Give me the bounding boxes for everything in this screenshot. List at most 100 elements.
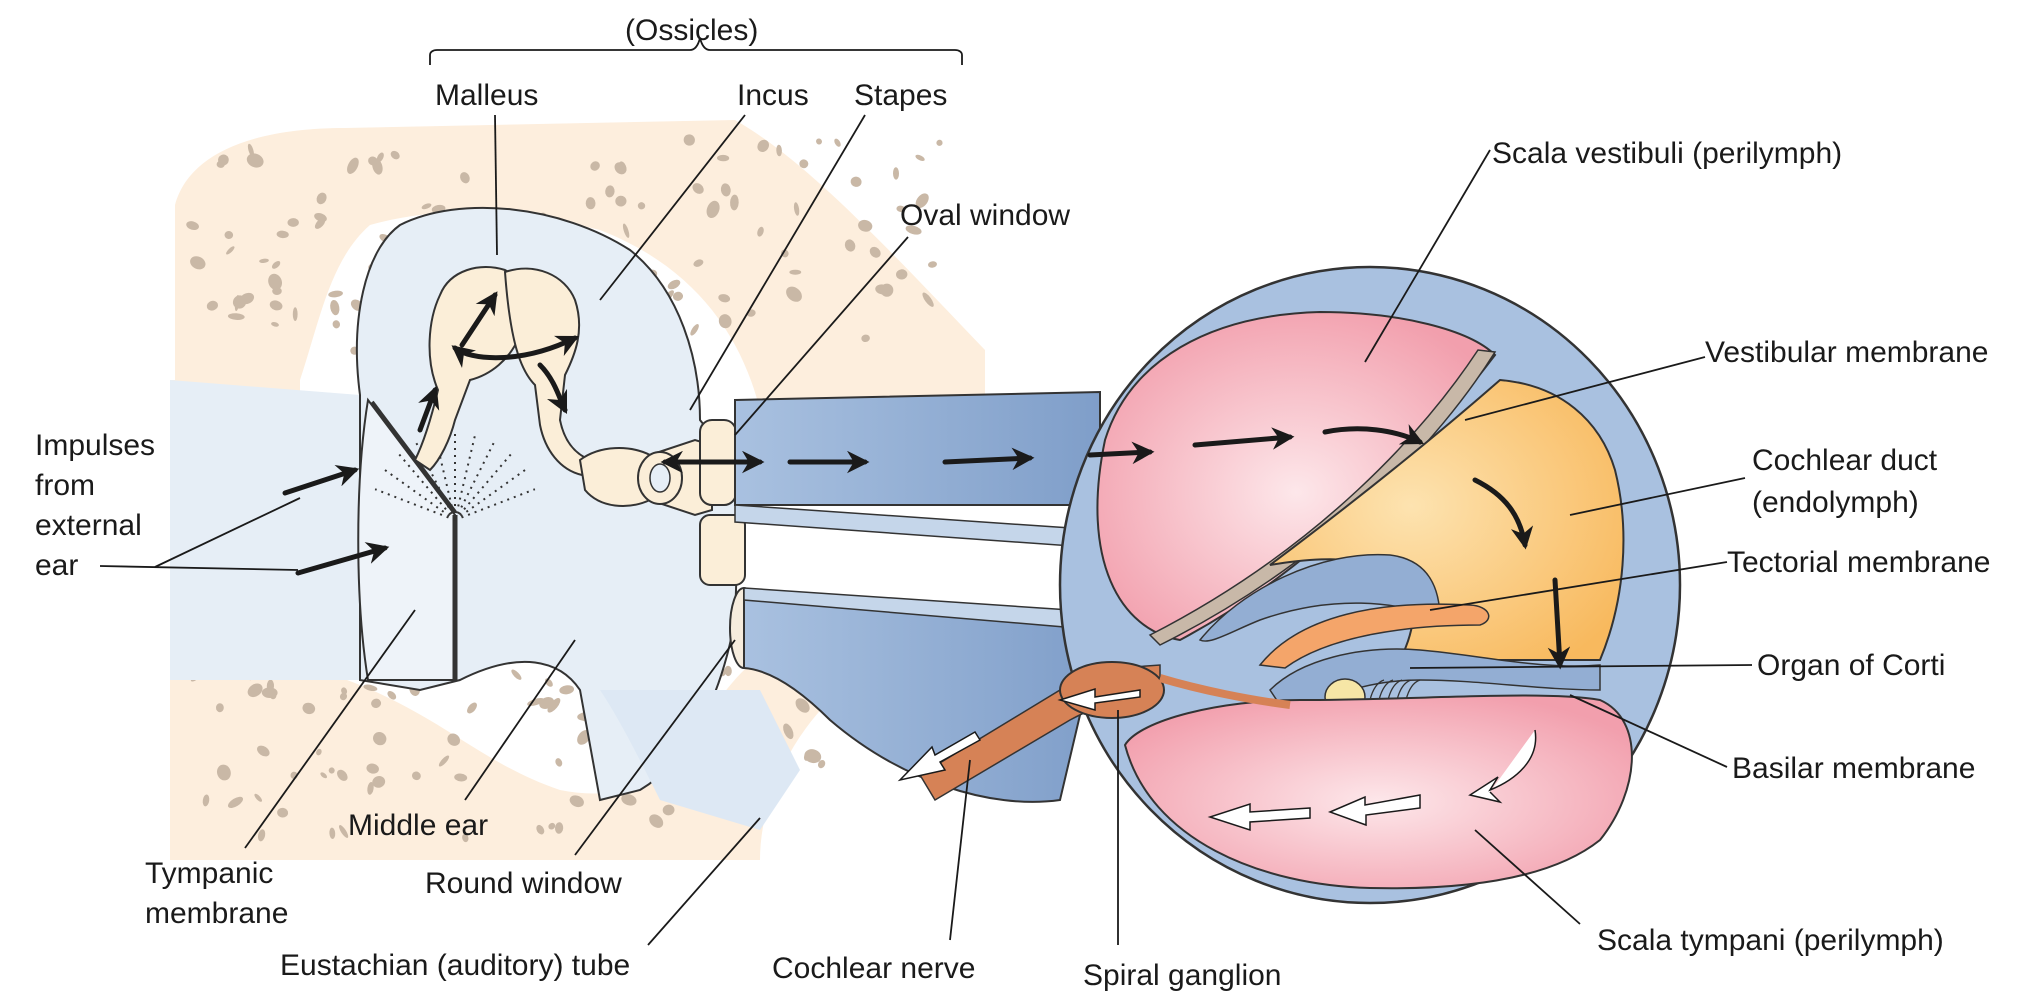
bone-speck bbox=[844, 239, 856, 252]
tympanic-dotted-rays bbox=[374, 430, 536, 521]
bone-speck bbox=[247, 683, 263, 698]
bone-speck bbox=[799, 159, 809, 169]
bone-speck bbox=[247, 143, 254, 157]
label-tympanic-line2: membrane bbox=[145, 897, 288, 930]
label-tectorial-membrane: Tectorial membrane bbox=[1727, 546, 1990, 579]
tympanic-membrane bbox=[357, 397, 458, 681]
tympanic-ray bbox=[454, 440, 496, 521]
label-vestibular-membrane: Vestibular membrane bbox=[1705, 336, 1988, 369]
hair-cell bbox=[1396, 679, 1412, 701]
bone-speck bbox=[329, 827, 336, 839]
bone-speck bbox=[215, 703, 224, 713]
bone-speck bbox=[783, 723, 794, 740]
bone-speck bbox=[292, 307, 298, 322]
bone-speck bbox=[254, 793, 263, 802]
bone-speck bbox=[460, 172, 470, 184]
hair-cell bbox=[1387, 679, 1403, 701]
bone-speck bbox=[271, 260, 281, 269]
bone-speck bbox=[915, 154, 925, 162]
bone-speck bbox=[662, 804, 675, 816]
label-cochlear-nerve: Cochlear nerve bbox=[772, 952, 975, 985]
bone-speck bbox=[793, 202, 800, 216]
hair-cell bbox=[1378, 679, 1394, 701]
hair-cell bbox=[1369, 679, 1385, 701]
bone-speck bbox=[339, 825, 349, 838]
tympanic-ray bbox=[383, 468, 456, 521]
upper-canal bbox=[734, 390, 1101, 506]
bone-speck bbox=[339, 692, 348, 701]
bone-speck bbox=[804, 749, 822, 764]
bone-speck bbox=[261, 687, 278, 699]
bone-speck bbox=[271, 322, 279, 327]
bone-speck bbox=[328, 767, 335, 774]
bone-speck bbox=[720, 183, 731, 197]
bone-speck bbox=[206, 300, 219, 311]
round-window-plate bbox=[699, 514, 746, 586]
bone-speck bbox=[330, 299, 340, 316]
label-spiral-ganglion: Spiral ganglion bbox=[1083, 959, 1281, 992]
bone-speck bbox=[224, 230, 234, 240]
bone-speck bbox=[817, 759, 826, 769]
bone-speck bbox=[605, 185, 615, 198]
bone-speck bbox=[421, 203, 432, 210]
bone-speck bbox=[547, 698, 561, 713]
bone-speck bbox=[928, 261, 937, 268]
bone-speck bbox=[438, 755, 450, 767]
bone-speck bbox=[922, 292, 934, 307]
label-impulses-line4: ear bbox=[35, 549, 78, 582]
tympanic-ray bbox=[454, 488, 536, 521]
bone-speck bbox=[718, 314, 732, 329]
bone-speck bbox=[257, 829, 266, 842]
label-incus: Incus bbox=[737, 79, 809, 112]
label-cochlear-duct-line2: (endolymph) bbox=[1752, 486, 1919, 519]
upper-canal-band bbox=[734, 504, 1101, 549]
bone-speck bbox=[896, 205, 906, 213]
bone-speck bbox=[892, 167, 900, 180]
tympanic-ray bbox=[454, 468, 527, 521]
bone-speck bbox=[905, 225, 922, 235]
bone-speck bbox=[548, 822, 556, 830]
bone-speck bbox=[367, 782, 374, 795]
bone-speck bbox=[861, 334, 870, 343]
label-impulses-line2: from bbox=[35, 469, 95, 502]
bone-speck bbox=[816, 138, 822, 145]
bone-speck bbox=[316, 748, 322, 756]
bone-speck bbox=[341, 687, 348, 695]
label-impulses-line1: Impulses bbox=[35, 429, 155, 462]
bone-speck bbox=[757, 226, 764, 237]
label-middle-ear: Middle ear bbox=[348, 809, 488, 842]
bone-speck bbox=[730, 194, 739, 211]
label-impulses-line3: external bbox=[35, 509, 142, 542]
external-ear-canal bbox=[170, 380, 360, 680]
label-tympanic-line1: Tympanic bbox=[145, 857, 273, 890]
bone-speck bbox=[718, 294, 731, 303]
bone-speck bbox=[320, 772, 328, 779]
label-organ-of-corti: Organ of Corti bbox=[1757, 649, 1945, 682]
bone-speck bbox=[649, 814, 664, 828]
label-scala-tympani: Scala tympani (perilymph) bbox=[1597, 924, 1944, 957]
bone-speck bbox=[347, 157, 359, 174]
label-cochlear-duct-line1: Cochlear duct bbox=[1752, 444, 1938, 477]
tympanic-ray bbox=[414, 440, 456, 521]
bone-speck bbox=[216, 160, 225, 168]
label-round-window: Round window bbox=[425, 867, 622, 900]
bone-speck bbox=[915, 193, 929, 209]
bone-speck bbox=[268, 273, 283, 291]
tympanic-ray bbox=[433, 432, 456, 521]
tympanic-ray bbox=[374, 488, 456, 521]
leader-lines bbox=[99, 37, 1753, 946]
bone-speck bbox=[875, 284, 890, 295]
label-basilar-membrane: Basilar membrane bbox=[1732, 752, 1975, 785]
bone-speck bbox=[387, 690, 397, 700]
label-scala-vestibuli: Scala vestibuli (perilymph) bbox=[1492, 137, 1842, 170]
label-malleus: Malleus bbox=[435, 79, 538, 112]
bone-speck bbox=[555, 758, 563, 767]
labels: (Ossicles) Malleus Incus Stapes Oval win… bbox=[35, 14, 1990, 992]
bone-speck bbox=[690, 324, 699, 336]
bone-speck bbox=[795, 698, 810, 713]
bone-speck bbox=[467, 702, 477, 714]
bone-speck bbox=[316, 192, 327, 205]
bone-speck bbox=[585, 197, 596, 210]
bone-speck bbox=[757, 139, 770, 153]
